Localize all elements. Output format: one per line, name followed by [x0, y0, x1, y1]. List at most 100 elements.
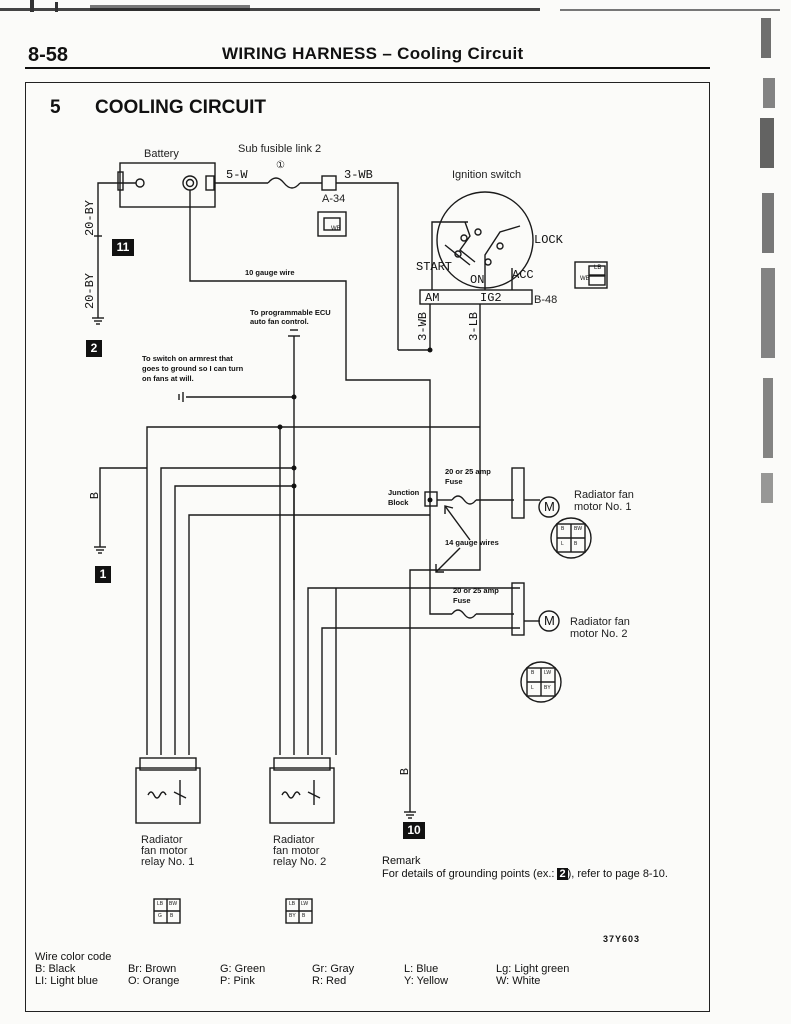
sub-fusible-link-label: Sub fusible link 2	[238, 143, 322, 155]
motor1-pin-bw: BW	[574, 526, 583, 532]
fuse-holder-2	[511, 582, 525, 636]
relay1-pin-lb: LB	[157, 901, 164, 907]
annotation-ecu: To programmable ECU auto fan control.	[250, 308, 331, 326]
b48-pin-wb: WB	[580, 276, 590, 282]
a34-label: A-34	[322, 193, 346, 205]
ignition-start-label: START	[416, 260, 453, 274]
ground-point-2: 2	[86, 340, 102, 357]
remark-text: For details of grounding points (ex.: 2)…	[382, 868, 668, 880]
relay-2-body	[269, 767, 335, 824]
remark-text-before: For details of grounding points (ex.:	[382, 868, 558, 880]
relay2-pin-b: B	[302, 913, 306, 919]
relay1-pin-b: B	[170, 913, 174, 919]
motor1-pin-l: L	[561, 541, 564, 547]
annotation-armrest: To switch on armrest that goes to ground…	[142, 354, 244, 383]
ground-point-1: 1	[95, 566, 111, 583]
section-title: COOLING CIRCUIT	[95, 97, 266, 118]
legend-entry-light-green: Lg: Light green	[496, 963, 570, 975]
ground-point-11: 11	[112, 239, 134, 256]
relay-2-label: Radiator fan motor relay No. 2	[273, 834, 327, 868]
annotation-junction-block: Junction Block	[388, 488, 420, 507]
header-rule	[25, 67, 710, 69]
legend-entry-red: R: Red	[312, 975, 347, 987]
scan-artifact-right	[760, 18, 775, 503]
wire-20by-upper: 20-BY	[83, 200, 97, 237]
annotation-fuse-1: 20 or 25 amp Fuse	[445, 467, 491, 486]
figure-code: 37Y603	[603, 934, 641, 944]
motor2-pin-lw: LW	[544, 670, 552, 676]
motor2-pin-b: B	[531, 670, 535, 676]
wire-5w: 5-W	[226, 168, 248, 182]
battery-neg-terminal	[135, 178, 145, 188]
remark-text-after: ), refer to page 8-10.	[567, 868, 668, 880]
relay2-pin-lb: LB	[289, 901, 296, 907]
legend-entry-white: W: White	[496, 975, 541, 987]
radiator-fan-motor-1	[538, 496, 560, 518]
motor1-pin-b2: B	[574, 541, 578, 547]
sub-fusible-link-id: ①	[276, 160, 285, 171]
ignition-switch-base	[419, 289, 533, 305]
legend-entry-yellow: Y: Yellow	[404, 975, 449, 987]
ignition-ig2-label: IG2	[480, 291, 502, 305]
battery-pos-terminal	[182, 175, 198, 191]
radiator-fan-motor-2	[538, 610, 560, 632]
radiator-fan-motor-2-label: Radiator fan motor No. 2	[570, 616, 630, 640]
wire-3wb-vertical: 3-WB	[416, 312, 430, 341]
relay-1-label: Radiator fan motor relay No. 1	[141, 834, 195, 868]
ignition-am-label: AM	[425, 291, 440, 305]
b48-label: B-48	[534, 294, 558, 306]
ignition-lock-label: LOCK	[534, 233, 563, 247]
legend-entry-gray: Gr: Gray	[312, 963, 355, 975]
legend-entry-orange: O: Orange	[128, 975, 180, 987]
diagram-frame	[25, 82, 710, 1012]
relay2-pin-lw: LW	[301, 901, 309, 907]
remark-title: Remark	[382, 855, 421, 867]
annotation-10-gauge: 10 gauge wire	[245, 268, 295, 277]
ignition-on-label: ON	[470, 273, 485, 287]
legend-entry-green: G: Green	[220, 963, 266, 975]
a34-connector	[317, 211, 347, 237]
motor-2-symbol: M	[544, 613, 555, 628]
annotation-fuse-2: 20 or 25 amp Fuse	[453, 586, 499, 605]
ignition-switch-label: Ignition switch	[452, 169, 522, 181]
header-title: WIRING HARNESS – Cooling Circuit	[222, 44, 524, 63]
junction-block	[424, 491, 438, 507]
remark-example-ground: 2	[557, 868, 568, 880]
motor1-pin-b: B	[561, 526, 565, 532]
a34-pin: WB	[331, 226, 341, 232]
relay2-pin-by: BY	[289, 913, 296, 919]
motor2-pin-l: L	[531, 685, 534, 691]
legend-entry-blue: L: Blue	[404, 963, 439, 975]
section-number: 5	[50, 97, 61, 118]
wire-b-left: B	[88, 492, 102, 500]
relay-1-body	[135, 767, 201, 824]
annotation-14-gauge: 14 gauge wires	[445, 538, 499, 547]
b48-pin-lb: LB	[594, 265, 602, 271]
motor2-pin-by: BY	[544, 685, 551, 691]
scan-artifact-top	[0, 0, 780, 12]
b48-connector	[574, 261, 608, 289]
relay1-pin-bw: BW	[169, 901, 178, 907]
battery-label: Battery	[144, 148, 179, 160]
a34-terminal	[321, 175, 337, 191]
wire-3wb-top: 3-WB	[344, 168, 373, 182]
motor1-connector	[550, 517, 592, 559]
relay1-pin-g: G	[158, 913, 162, 919]
legend-title: Wire color code	[35, 951, 112, 963]
battery-body	[119, 162, 216, 208]
ground-point-10: 10	[403, 822, 425, 839]
ignition-acc-label: ACC	[512, 268, 534, 282]
wire-20by-lower: 20-BY	[83, 273, 97, 310]
legend-entry-pink: P: Pink	[220, 975, 255, 987]
wire-3lb-vertical: 3-LB	[467, 312, 481, 341]
motor-1-symbol: M	[544, 499, 555, 514]
legend-entry-brown: Br: Brown	[128, 963, 177, 975]
radiator-fan-motor-1-label: Radiator fan motor No. 1	[574, 489, 634, 513]
wire-b-bottom: B	[398, 768, 412, 776]
page-number: 8-58	[28, 44, 69, 66]
motor2-connector	[520, 661, 562, 703]
fuse-holder-1	[511, 467, 525, 519]
legend-entry-light-blue: LI: Light blue	[35, 975, 98, 987]
